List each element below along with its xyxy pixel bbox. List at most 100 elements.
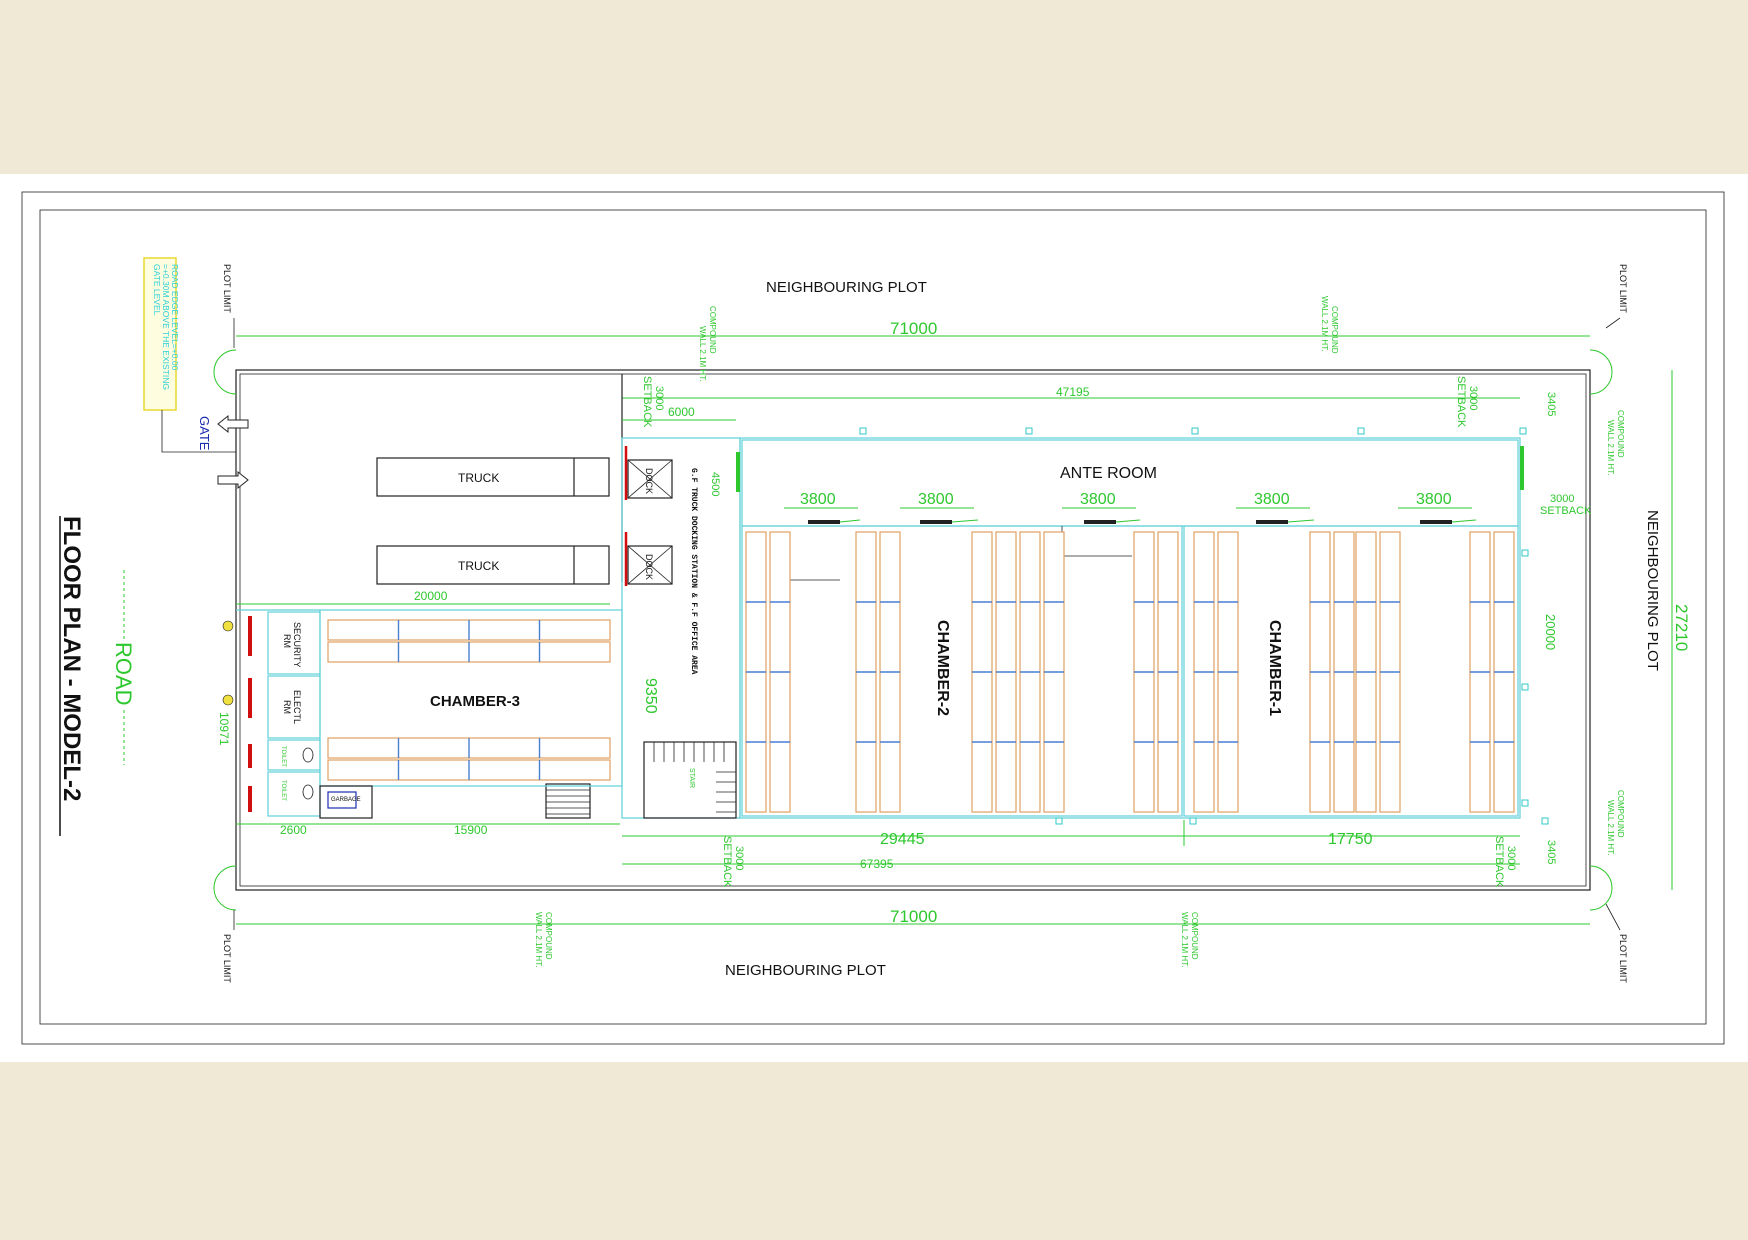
- dock-1-cross-b: [627, 459, 673, 499]
- corner-arc-bl: [213, 865, 237, 911]
- dock-2-cross-b: [627, 545, 673, 585]
- chamber-1-zone: [1183, 525, 1519, 817]
- chamber-3-label: CHAMBER-3: [430, 693, 520, 710]
- dim-3405-top: 3405: [1545, 392, 1557, 416]
- truck-2: [376, 545, 610, 585]
- dim-3000-bottom-left: 3000: [733, 846, 745, 870]
- plot-limit-leader-br: [1605, 903, 1621, 931]
- garbage-bin-icon: [327, 791, 357, 809]
- dim-3000-bottom-right: 3000: [1505, 846, 1517, 870]
- dock-1: [627, 459, 673, 499]
- truck-1-label: TRUCK: [458, 471, 499, 485]
- stair-side: [545, 783, 591, 819]
- dim-3000-top-left: 3000: [653, 386, 665, 410]
- electrical-room-label-1: ELECTL: [292, 690, 302, 724]
- neighbouring-plot-bottom: NEIGHBOURING PLOT: [725, 962, 886, 979]
- truck-1: [376, 457, 610, 497]
- floor-plan-drawing: GATE LEVEL =+0.30M ABOVE THE EXISTING RO…: [21, 191, 1725, 1045]
- plot-boundary: [235, 369, 1591, 891]
- dim-10971: 10971: [217, 712, 231, 746]
- dim-bottom-71000: 71000: [890, 907, 937, 926]
- gate-note-box: [143, 257, 177, 411]
- dim-3800-4: 3800: [1254, 491, 1290, 508]
- chamber-doors: [736, 446, 1524, 524]
- ante-room-label: ANTE ROOM: [1060, 465, 1157, 482]
- dim-3800-5: 3800: [1416, 491, 1452, 508]
- setback-top-left: SETBACK: [641, 376, 653, 428]
- plot-limit-leader-tr: [1605, 317, 1621, 329]
- dim-20000-right: 20000: [1543, 614, 1558, 650]
- security-room-label-1: SECURITY: [292, 622, 302, 668]
- page-title: FLOOR PLAN - MODEL-2: [58, 516, 85, 801]
- chamber-2-label: CHAMBER-2: [934, 620, 951, 716]
- dim-67395: 67395: [860, 857, 894, 871]
- gate-out-arrow: [217, 470, 249, 490]
- setback-right: SETBACK: [1540, 505, 1592, 517]
- inner-frame: [39, 209, 1707, 1025]
- compound-wall-label-4a: COMPOUND: [1616, 790, 1625, 838]
- toilet-2: [267, 771, 321, 817]
- plot-limit-bottom-left: PLOT LIMIT: [222, 934, 232, 983]
- dim-3800-3: 3800: [1080, 491, 1116, 508]
- gate-in-arrow: [217, 414, 249, 434]
- chamber-2-zone: [741, 525, 1183, 817]
- corner-arc-tl: [213, 349, 237, 395]
- stair-side-treads: [546, 789, 590, 815]
- compound-wall-label-4b: WALL 2.1M HT.: [1606, 800, 1615, 855]
- security-room: [267, 611, 321, 675]
- gate-note-line-1: GATE LEVEL: [152, 264, 162, 316]
- dim-47195: 47195: [1056, 385, 1090, 399]
- garbage-label: GARBAGE: [331, 797, 361, 803]
- dim-3405-bottom: 3405: [1545, 840, 1557, 864]
- compound-wall-label-3a: COMPOUND: [1616, 410, 1625, 458]
- plot-limit-top-left: PLOT LIMIT: [222, 264, 232, 313]
- stair-label: STAIR: [688, 768, 695, 788]
- neighbouring-plot-top: NEIGHBOURING PLOT: [766, 279, 927, 296]
- plot-limit-top-right: PLOT LIMIT: [1618, 264, 1628, 313]
- dim-right-27210: 27210: [1672, 604, 1691, 651]
- compound-wall-label-3b: WALL 2.1M HT.: [1606, 420, 1615, 475]
- outer-frame: [21, 191, 1725, 1045]
- dim-top-71000: 71000: [890, 319, 937, 338]
- electrical-room-label-2: RM: [282, 700, 292, 714]
- dim-2600: 2600: [280, 823, 307, 837]
- compound-wall-label-2a: COMPOUND: [1330, 306, 1339, 354]
- gate-note-line-2: =+0.30M ABOVE THE EXISTING: [161, 264, 171, 390]
- gate-label: GATE: [197, 416, 212, 451]
- dock-2: [627, 545, 673, 585]
- wc-2-icon: [302, 784, 314, 800]
- road-label: ROAD: [111, 642, 136, 706]
- compound-wall-label-6a: COMPOUND: [1190, 912, 1199, 960]
- dim-3000-right: 3000: [1550, 493, 1574, 505]
- ante-room: [741, 439, 1519, 527]
- docking-station: [621, 437, 741, 819]
- compound-wall-label-1a: COMPOUND: [708, 306, 717, 354]
- dim-3800-1: 3800: [800, 491, 836, 508]
- toilet-1: [267, 739, 321, 771]
- door-markers-left: [222, 616, 252, 812]
- dim-3000-top-right: 3000: [1467, 386, 1479, 410]
- docking-station-label: G.F TRUCK DOCKING STATION & F.F OFFICE A…: [689, 468, 698, 675]
- setback-bottom-left: SETBACK: [721, 836, 733, 888]
- dim-6000: 6000: [668, 405, 695, 419]
- corner-arc-br: [1589, 865, 1613, 911]
- toilet-2-label: TOILET: [280, 780, 286, 801]
- security-room-label-2: RM: [282, 634, 292, 648]
- dim-17750: 17750: [1328, 831, 1373, 848]
- electrical-room: [267, 675, 321, 739]
- gate-note-line-3: ROAD EDGE LEVEL=+0.00: [170, 264, 180, 371]
- storage-racks: [327, 531, 1515, 813]
- gate-note-leader: [161, 410, 236, 453]
- compound-wall-label-5b: WALL 2.1M HT.: [534, 912, 543, 967]
- evaporator-markers: [859, 427, 1549, 825]
- compound-wall-label-6b: WALL 2.1M HT.: [1180, 912, 1189, 967]
- compound-wall-label-5a: COMPOUND: [544, 912, 553, 960]
- stair-main: [643, 741, 737, 819]
- setback-bottom-right: SETBACK: [1493, 836, 1505, 888]
- cold-store-block: [739, 437, 1521, 819]
- neighbouring-plot-right: NEIGHBOURING PLOT: [1644, 510, 1661, 671]
- dim-4500: 4500: [709, 472, 721, 496]
- truck-2-label: TRUCK: [458, 559, 499, 573]
- drawing-sheet: GATE LEVEL =+0.30M ABOVE THE EXISTING RO…: [0, 174, 1748, 1062]
- toilet-1-label: TOILET: [280, 746, 286, 767]
